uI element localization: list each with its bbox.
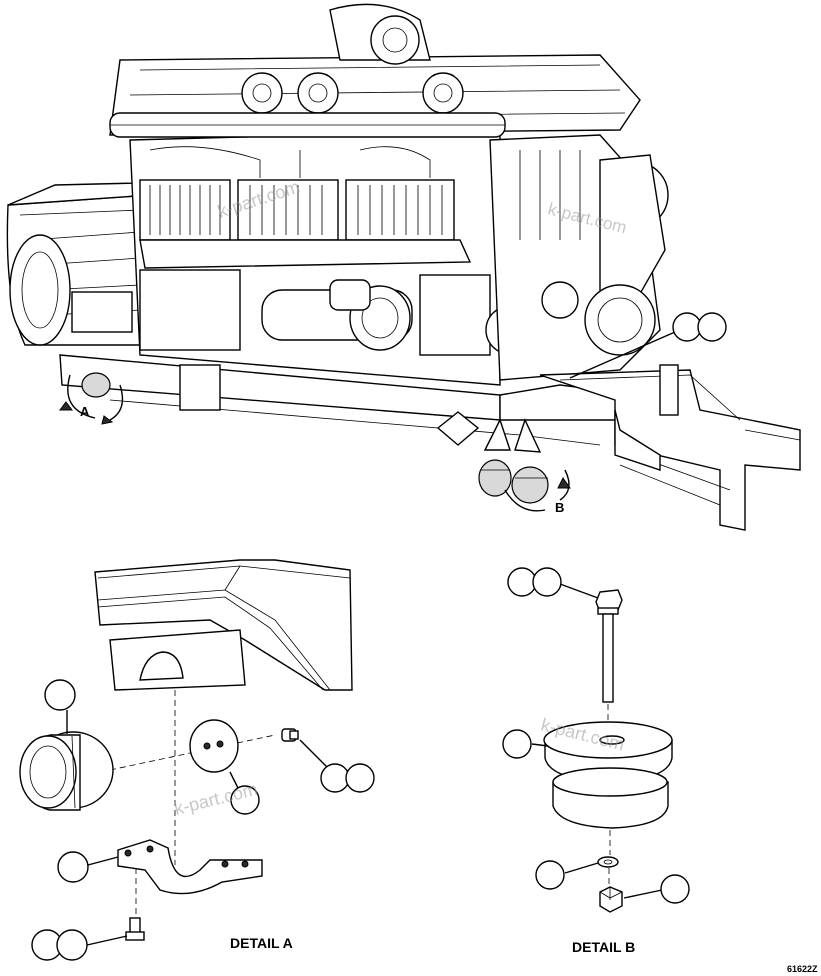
engine-assembly — [6, 3, 669, 386]
callout-top-right — [569, 312, 727, 379]
detail-a: DETAIL A — [19, 559, 375, 961]
detail-a-label: DETAIL A — [230, 935, 293, 951]
callout-a7 — [56, 929, 88, 961]
view-b-label: B — [555, 500, 564, 515]
washer-plate — [189, 719, 239, 773]
washer — [597, 856, 619, 868]
callout-b2 — [532, 567, 562, 597]
callout-b4 — [535, 860, 565, 890]
long-bolt — [595, 589, 623, 703]
callout-a4 — [345, 763, 375, 793]
callout-b3 — [502, 729, 532, 759]
rubber-disc-lower — [552, 767, 669, 829]
callout-a5 — [57, 851, 89, 883]
saddle-clamp — [117, 839, 263, 895]
callout-a1 — [44, 679, 76, 711]
detail-b: DETAIL B — [502, 567, 690, 955]
view-b-indicator: B — [504, 469, 571, 515]
callout-a3 — [320, 763, 350, 793]
detail-b-label: DETAIL B — [572, 939, 635, 955]
view-a-indicator: A — [59, 374, 124, 425]
callout-b5 — [660, 874, 690, 904]
callout-b1 — [507, 567, 537, 597]
rubber-mount — [19, 731, 114, 811]
hex-nut — [599, 886, 623, 913]
drawing-number: 61622Z — [787, 964, 818, 974]
small-bolt — [281, 728, 299, 742]
base-frame — [59, 354, 801, 531]
callout-a2 — [230, 785, 260, 815]
view-a-label: A — [80, 404, 90, 419]
bottom-bolt — [125, 917, 145, 941]
